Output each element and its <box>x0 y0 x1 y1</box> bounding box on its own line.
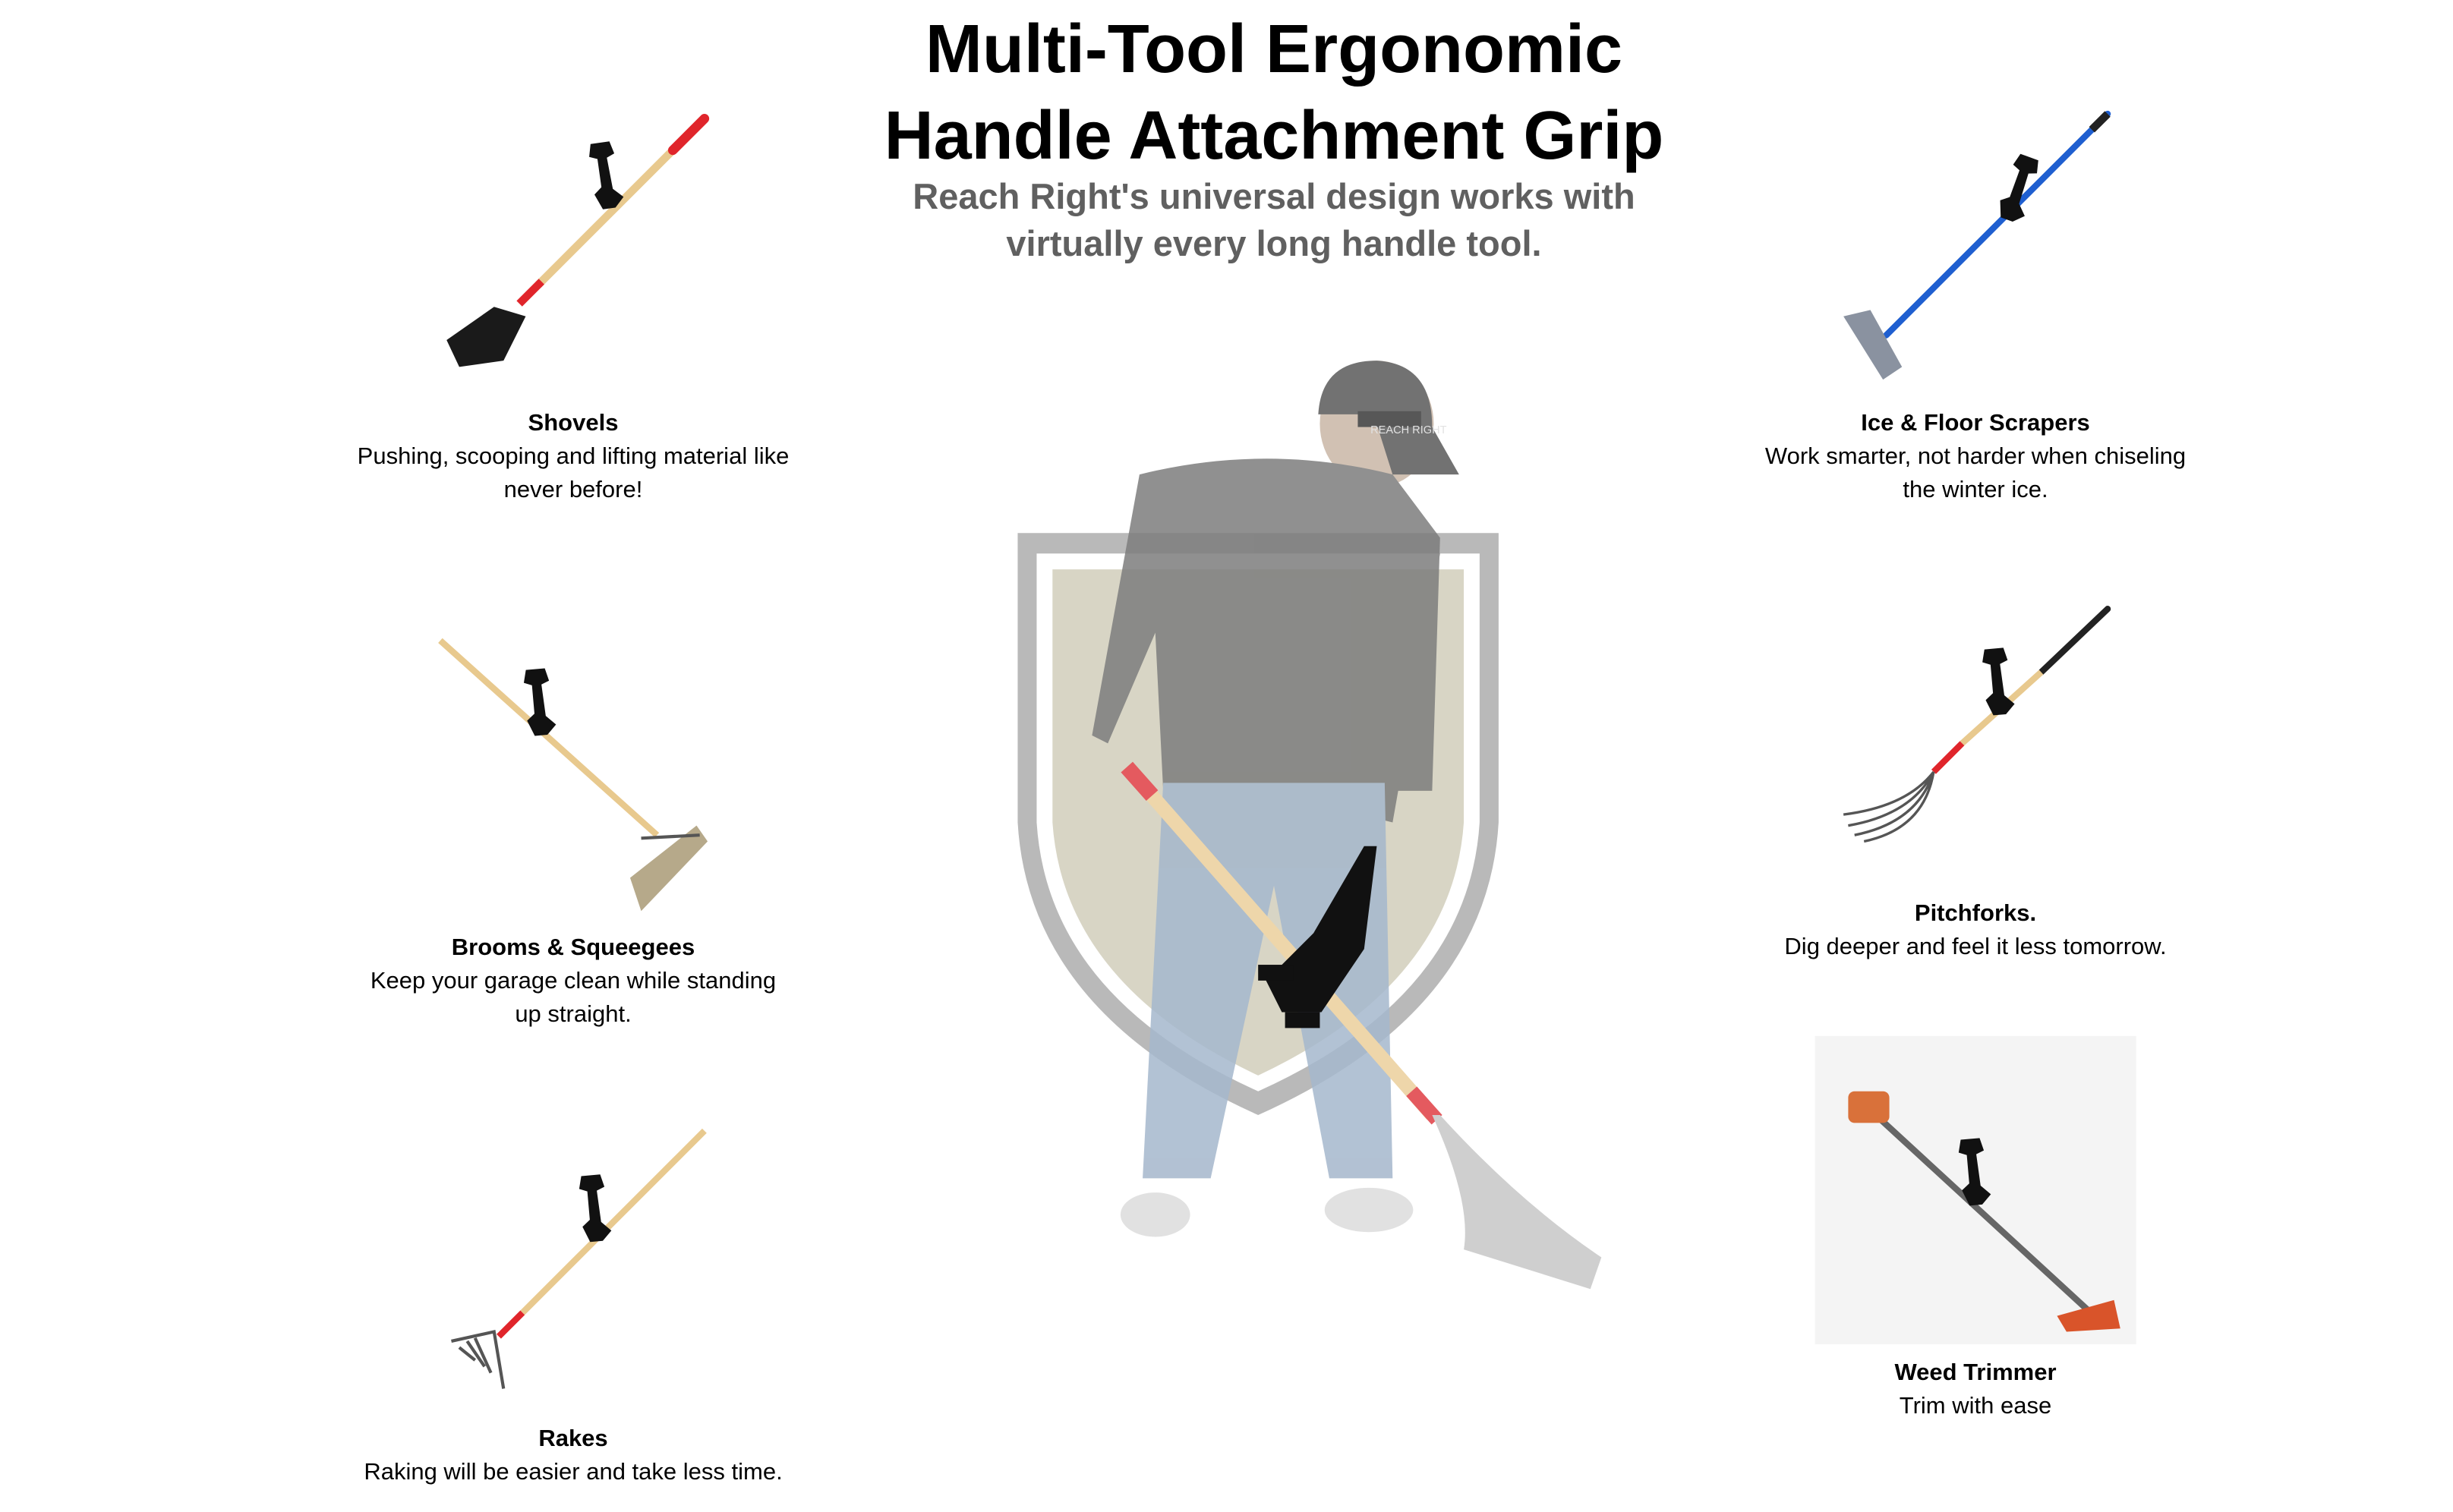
tool-name: Ice & Floor Scrapers <box>1861 409 2090 436</box>
rake-icon <box>451 1128 707 1389</box>
tool-caption-rakes: Rakes Raking will be easier and take les… <box>307 1422 839 1488</box>
tool-name: Weed Trimmer <box>1894 1359 2057 1385</box>
tool-name: Shovels <box>528 409 619 436</box>
title-line-1: Multi-Tool Ergonomic <box>925 11 1623 87</box>
tool-description: Dig deeper and feel it less tomorrow. <box>1784 933 2167 959</box>
tool-name: Rakes <box>538 1425 608 1451</box>
scraper-icon <box>1843 110 2111 380</box>
cap-logo: REACH RIGHT <box>1370 424 1447 436</box>
tool-name: Pitchforks. <box>1914 899 2037 926</box>
tool-caption-pitchforks: Pitchforks. Dig deeper and feel it less … <box>1710 896 2241 963</box>
tool-name: Brooms & Squeegees <box>451 934 695 960</box>
subtitle-line-2: virtually every long handle tool. <box>1006 223 1542 263</box>
weed-trimmer-icon <box>1815 1035 2136 1345</box>
tool-description: Pushing, scooping and lifting material l… <box>357 443 790 502</box>
tool-caption-scrapers: Ice & Floor Scrapers Work smarter, not h… <box>1710 406 2241 506</box>
tool-description: Keep your garage clean while standing up… <box>370 967 777 1027</box>
shovel-icon <box>446 114 710 367</box>
page-subtitle: Reach Right's universal design works wit… <box>818 173 1729 267</box>
tool-caption-shovels: Shovels Pushing, scooping and lifting ma… <box>307 406 839 506</box>
subtitle-line-1: Reach Right's universal design works wit… <box>913 176 1635 216</box>
tool-caption-brooms: Brooms & Squeegees Keep your garage clea… <box>307 931 839 1031</box>
pitchfork-icon <box>1843 606 2111 843</box>
broom-icon <box>438 638 708 912</box>
tool-description: Raking will be easier and take less time… <box>364 1458 783 1485</box>
tool-caption-weed-trimmer: Weed Trimmer Trim with ease <box>1710 1356 2241 1422</box>
tool-description: Trim with ease <box>1899 1392 2052 1419</box>
tool-description: Work smarter, not harder when chiseling … <box>1764 443 2187 502</box>
title-line-2: Handle Attachment Grip <box>884 98 1664 174</box>
person-with-shovel-illustration: REACH RIGHT <box>1017 361 1602 1290</box>
page-title: Multi-Tool Ergonomic Handle Attachment G… <box>818 6 1729 179</box>
